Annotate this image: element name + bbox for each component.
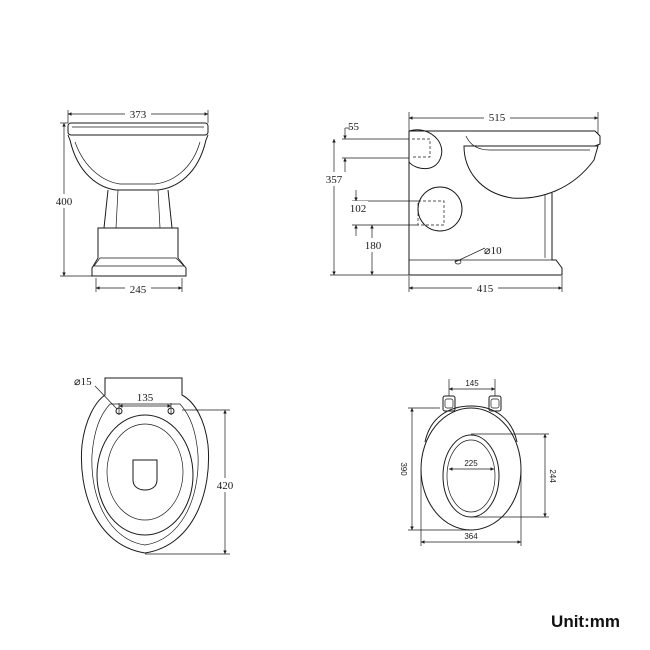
dim-front-top-width: 373 [130,109,147,121]
dim-top-length: 420 [217,480,234,492]
dim-seat-length: 390 [399,462,408,476]
unit-label: Unit:mm [551,612,620,631]
dim-side-180: 180 [365,240,382,252]
side-outlet-upper [408,129,443,170]
seat-opening [442,434,500,518]
dim-side-102: 102 [350,203,367,215]
dim-seat-width: 364 [464,532,478,541]
dim-side-357: 357 [326,174,343,186]
dim-top-hole-dia: ⌀15 [74,376,92,388]
side-rim [409,130,601,147]
dim-side-fix-hole: ⌀10 [484,245,502,257]
front-rim [67,122,209,136]
dim-side-55: 55 [348,121,360,133]
dim-front-height: 400 [56,196,73,208]
top-view: ⌀15 135 420 [74,376,238,555]
dim-side-depth: 515 [489,112,506,124]
top-seat-opening [96,414,194,536]
dim-side-base: 415 [477,283,494,295]
dim-top-hole-spacing: 135 [137,392,154,404]
front-base [91,227,187,277]
dim-seat-inner-length: 244 [548,469,557,483]
top-outline [80,377,210,554]
front-bowl [67,134,209,191]
dim-seat-inner-width: 225 [464,459,478,468]
side-outlet-lower [417,186,463,232]
front-view: 373 400 245 [51,107,209,296]
dim-seat-hinge: 145 [465,379,479,388]
side-bowl [463,145,599,199]
top-drain [132,459,158,491]
seat-view: 145 225 390 244 364 [399,379,557,546]
side-view: 515 55 357 102 180 ⌀10 415 [322,110,601,295]
dim-front-base-width: 245 [130,284,147,296]
front-pedestal [103,189,173,229]
